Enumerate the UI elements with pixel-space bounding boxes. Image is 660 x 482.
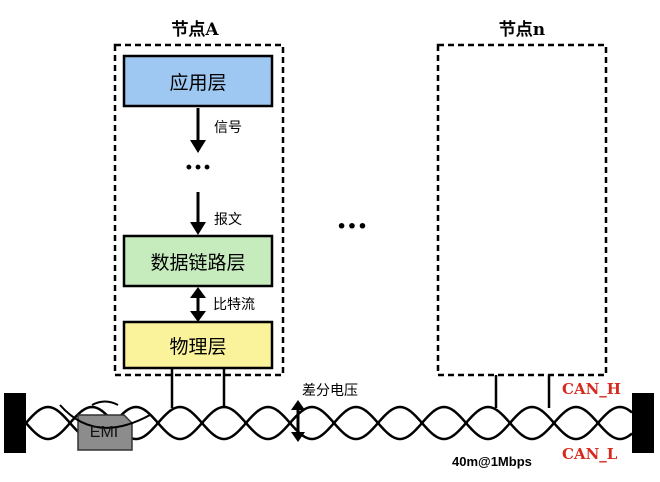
right-terminator [632,393,654,453]
data-link-layer-box [122,234,274,288]
bitstream-label: 比特流 [213,297,255,313]
differential-voltage-arrow-down [291,432,305,442]
node-n-frame [436,43,608,377]
physical-layer-box [122,320,274,370]
node-a-ellipsis: ··· [184,153,211,183]
differential-voltage-arrow-up [291,400,305,410]
emi-wave-mid [59,404,151,429]
application-layer-box [122,54,274,108]
bitstream-arrow-head-down [190,311,206,322]
signal-label: 信号 [214,120,242,136]
speed-label: 40m@1Mbps [452,454,532,469]
data-link-layer-label: 数据链路层 [150,252,245,274]
node-a-title: 节点A [171,19,219,40]
can-h-label: CAN_H [562,380,621,398]
left-terminator [4,393,26,453]
emi-source [77,414,133,451]
middle-ellipsis: ··· [336,209,367,244]
can-l-wire [25,405,633,441]
signal-arrow-head [190,140,206,153]
node-a-frame [113,43,285,377]
can-l-label: CAN_L [562,445,618,463]
node-n-title: 节点n [499,19,545,40]
message-arrow-head [190,222,206,235]
bitstream-arrow-head-up [190,287,206,298]
application-layer-label: 应用层 [169,72,226,94]
differential-voltage-label: 差分电压 [302,383,358,399]
message-label: 报文 [214,212,242,228]
physical-layer-label: 物理层 [169,336,226,358]
emi-wave-top [91,400,119,406]
emi-label: EMI [90,424,118,441]
